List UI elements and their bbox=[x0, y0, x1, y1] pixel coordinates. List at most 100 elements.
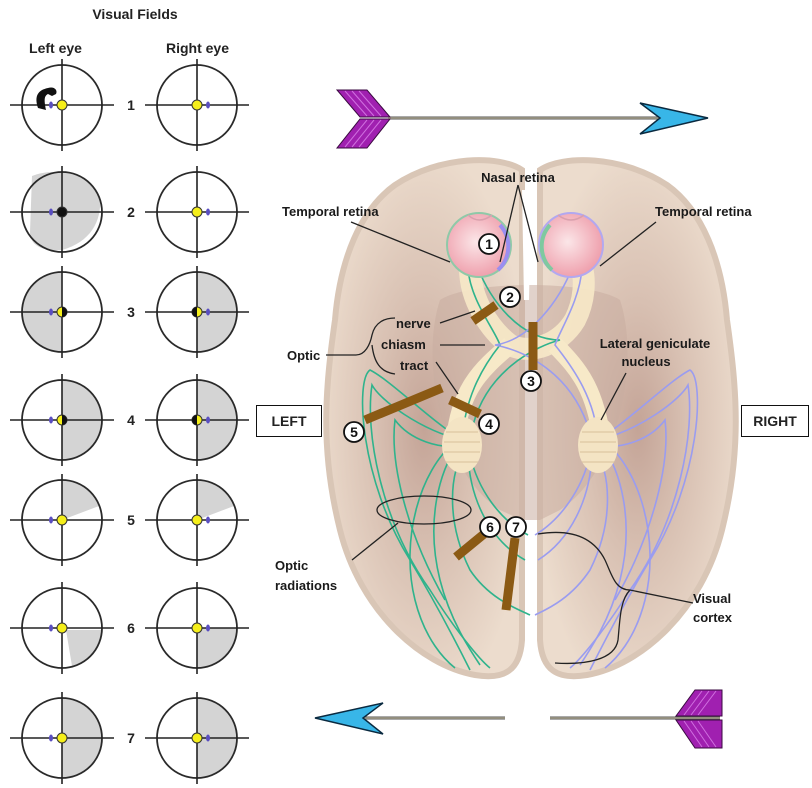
lesion-marker-4: 4 bbox=[478, 413, 500, 435]
lesion-marker-7: 7 bbox=[505, 516, 527, 538]
arrow-fletching bbox=[675, 689, 723, 749]
visual-cortex-label-line1: Visual bbox=[693, 591, 731, 606]
blind-spot-icon bbox=[206, 101, 210, 109]
fixation-point-icon bbox=[56, 514, 68, 526]
blind-spot-icon bbox=[49, 208, 53, 216]
row-number-label: 6 bbox=[127, 620, 135, 636]
visual-field-right-eye-2 bbox=[145, 166, 249, 258]
lesion-marker-5: 5 bbox=[343, 421, 365, 443]
blind-spot-icon bbox=[49, 416, 53, 424]
svg-text:6: 6 bbox=[486, 519, 494, 535]
visual-fields-title: Visual Fields bbox=[92, 6, 178, 22]
visual-field-left-eye-4 bbox=[10, 374, 114, 466]
blind-field-region bbox=[197, 480, 234, 520]
visual-field-right-eye-3 bbox=[145, 266, 249, 358]
temporal-retina-left-label: Temporal retina bbox=[282, 204, 379, 219]
chiasm-label: chiasm bbox=[381, 337, 426, 352]
nerve-label: nerve bbox=[396, 316, 431, 331]
fixation-point-icon bbox=[56, 206, 68, 218]
lesion-marker-2: 2 bbox=[499, 286, 521, 308]
blind-spot-icon bbox=[206, 416, 210, 424]
right-eye-column-header: Right eye bbox=[165, 40, 229, 56]
tract-label: tract bbox=[400, 358, 429, 373]
visual-field-left-eye-6 bbox=[10, 582, 114, 674]
fixation-point-icon bbox=[191, 99, 203, 111]
lesion-bar-4 bbox=[448, 395, 482, 419]
visual-cortex-label-line2: cortex bbox=[693, 610, 733, 625]
visual-field-right-eye-4 bbox=[145, 374, 249, 466]
blind-spot-icon bbox=[206, 516, 210, 524]
visual-field-right-eye-1 bbox=[145, 59, 249, 151]
optic-label: Optic bbox=[287, 348, 320, 363]
svg-text:7: 7 bbox=[512, 519, 520, 535]
blind-field-region bbox=[66, 630, 102, 666]
bottom-direction-arrow bbox=[314, 689, 723, 749]
visual-field-left-eye-3 bbox=[10, 266, 114, 358]
fixation-point-icon bbox=[56, 622, 68, 634]
optic-radiations-label-line2: radiations bbox=[275, 578, 337, 593]
svg-text:4: 4 bbox=[485, 416, 493, 432]
lesion-bar-6 bbox=[453, 530, 487, 561]
temporal-retina-right-label: Temporal retina bbox=[655, 204, 752, 219]
blind-spot-icon bbox=[49, 308, 53, 316]
visual-field-left-eye-2 bbox=[10, 166, 114, 258]
blind-spot-icon bbox=[49, 101, 53, 109]
visual-field-left-eye-1 bbox=[10, 59, 114, 151]
left-eye-column-header: Left eye bbox=[29, 40, 82, 56]
blind-spot-icon bbox=[206, 208, 210, 216]
lesion-bar-5 bbox=[363, 383, 444, 425]
lgn-label-line1: Lateral geniculate bbox=[600, 336, 711, 351]
svg-text:5: 5 bbox=[350, 424, 358, 440]
leader-lines bbox=[326, 184, 694, 665]
arrow-head bbox=[314, 702, 384, 735]
fixation-point-icon bbox=[191, 732, 203, 744]
svg-text:1: 1 bbox=[485, 236, 493, 252]
fixation-point-icon bbox=[191, 622, 203, 634]
svg-text:3: 3 bbox=[527, 373, 535, 389]
visual-field-right-eye-5 bbox=[145, 474, 249, 566]
blind-spot-icon bbox=[206, 624, 210, 632]
blind-field-region bbox=[197, 628, 237, 668]
hand-occluder-icon bbox=[36, 87, 57, 110]
blind-field-region bbox=[62, 480, 99, 520]
arrow-head bbox=[639, 102, 709, 135]
nasal-retina-label: Nasal retina bbox=[481, 170, 555, 185]
lesion-marker-6: 6 bbox=[479, 516, 501, 538]
fixation-point-icon bbox=[56, 732, 68, 744]
row-number-label: 5 bbox=[127, 512, 135, 528]
lesion-marker-1: 1 bbox=[478, 233, 500, 255]
lesion-bar-7 bbox=[501, 537, 520, 611]
lateral-geniculate-nucleus-left bbox=[442, 417, 482, 473]
svg-text:2: 2 bbox=[506, 289, 514, 305]
lesion-bar-2 bbox=[470, 301, 499, 325]
blind-spot-icon bbox=[49, 734, 53, 742]
visual-field-left-eye-5 bbox=[10, 474, 114, 566]
optic-radiations-label-line1: Optic bbox=[275, 558, 308, 573]
left-side-label: LEFT bbox=[256, 405, 322, 437]
arrow-fletching bbox=[335, 89, 392, 149]
row-number-label: 1 bbox=[127, 97, 135, 113]
lateral-geniculate-nucleus-right bbox=[578, 417, 618, 473]
blind-spot-icon bbox=[206, 308, 210, 316]
lesion-marker-3: 3 bbox=[520, 370, 542, 392]
blind-spot-icon bbox=[206, 734, 210, 742]
visual-field-right-eye-7 bbox=[145, 692, 249, 784]
row-number-label: 3 bbox=[127, 304, 135, 320]
top-direction-arrow bbox=[335, 89, 709, 149]
row-number-label: 7 bbox=[127, 730, 135, 746]
row-number-label: 2 bbox=[127, 204, 135, 220]
lesion-markers: 1 2 3 4 5 6 7 bbox=[343, 233, 542, 538]
row-number-label: 4 bbox=[127, 412, 135, 428]
visual-field-right-eye-6 bbox=[145, 582, 249, 674]
fixation-point-icon bbox=[191, 206, 203, 218]
right-eyeball bbox=[538, 212, 604, 278]
lesion-bars bbox=[363, 301, 538, 611]
right-side-label: RIGHT bbox=[741, 405, 809, 437]
visual-field-grid: 1 2 3 4 5 6 7 bbox=[10, 59, 249, 784]
visual-field-left-eye-7 bbox=[10, 692, 114, 784]
fixation-point-icon bbox=[56, 99, 68, 111]
blind-spot-icon bbox=[49, 624, 53, 632]
blind-spot-icon bbox=[49, 516, 53, 524]
fixation-point-icon bbox=[191, 514, 203, 526]
